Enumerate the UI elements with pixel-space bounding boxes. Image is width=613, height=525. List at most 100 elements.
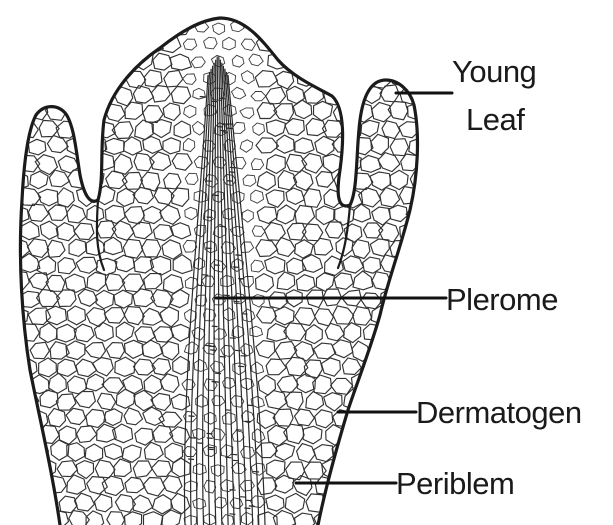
tissue-cell — [420, 156, 437, 173]
tissue-cell — [160, 205, 180, 224]
tissue-cell — [204, 37, 218, 49]
tissue-cell — [144, 442, 163, 460]
tissue-cell — [372, 102, 392, 121]
plerome-cross-wall — [233, 267, 239, 268]
tissue-cell — [257, 207, 277, 224]
plerome-cross-wall — [197, 285, 203, 286]
tissue-cell — [2, 392, 21, 413]
tissue-cell — [251, 159, 263, 170]
tissue-cell — [96, 290, 114, 308]
tissue-cell — [185, 207, 197, 219]
plerome-cross-wall — [242, 314, 248, 315]
tissue-cell — [351, 1, 370, 22]
tissue-cell — [285, 21, 305, 37]
tissue-cell — [363, 257, 381, 273]
tissue-cell — [37, 18, 57, 34]
tissue-cell — [35, 53, 57, 69]
plerome-cross-wall — [189, 416, 195, 417]
tissue-cell — [230, 498, 243, 509]
tissue-cell — [151, 18, 170, 36]
tissue-cell — [400, 187, 420, 205]
tissue-cell — [47, 240, 65, 257]
tissue-cell — [184, 342, 198, 354]
tissue-cell — [297, 444, 315, 463]
tissue-cell — [266, 87, 286, 104]
tissue-cell — [233, 122, 245, 133]
tissue-cell — [124, 137, 142, 155]
tissue-cell — [256, 138, 279, 153]
tissue-cell — [387, 511, 407, 525]
tissue-cell — [418, 17, 438, 34]
tissue-cell — [257, 307, 277, 324]
tissue-cell — [18, 53, 39, 69]
plerome-cross-wall — [207, 217, 213, 218]
plerome-cross-wall — [238, 366, 244, 367]
tissue-cell — [257, 172, 275, 191]
tissue-cell — [352, 512, 372, 525]
tissue-cell — [86, 308, 105, 327]
tissue-cell — [382, 50, 400, 69]
tissue-cell — [171, 188, 188, 206]
tissue-cell — [331, 69, 351, 87]
tissue-cell — [419, 223, 439, 242]
tissue-cell — [40, 323, 58, 343]
tissue-cell — [184, 105, 196, 118]
tissue-cell — [3, 361, 21, 376]
tissue-cell — [265, 257, 285, 274]
tissue-cell — [269, 292, 289, 309]
plerome-cross-wall — [214, 265, 220, 266]
tissue-cell — [275, 443, 295, 460]
tissue-cell — [86, 37, 104, 55]
tissue-cell — [132, 222, 152, 239]
tissue-cell — [370, 172, 391, 190]
tissue-cell — [48, 205, 67, 221]
tissue-cell — [172, 154, 192, 171]
tissue-cell — [305, 325, 322, 344]
tissue-cell — [85, 343, 106, 359]
tissue-cell — [353, 271, 373, 290]
tissue-cell — [125, 512, 142, 525]
tissue-cell — [28, 35, 49, 53]
tissue-cell — [296, 275, 315, 291]
tissue-cell — [77, 426, 97, 443]
tissue-cell — [124, 408, 143, 425]
tissue-cell — [104, 444, 123, 460]
tissue-cell — [65, 1, 86, 18]
tissue-cell — [182, 4, 195, 15]
tissue-cell — [241, 446, 255, 458]
tissue-cell — [285, 493, 304, 513]
tissue-cell — [75, 493, 95, 511]
tissue-cell — [104, 237, 123, 254]
tissue-cell — [251, 190, 264, 203]
plerome-cross-wall — [227, 181, 233, 182]
tissue-cell — [370, 1, 391, 21]
tissue-cell — [48, 408, 66, 427]
tissue-cell — [315, 3, 333, 18]
tissue-cell — [360, 155, 380, 172]
tissue-cell — [392, 374, 410, 391]
tissue-cell — [240, 108, 254, 119]
tissue-cell — [399, 20, 421, 35]
tissue-cell — [30, 171, 48, 188]
tissue-cell — [203, 140, 216, 151]
tissue-cell — [144, 206, 162, 223]
tissue-cell — [306, 392, 324, 410]
tissue-cell — [67, 475, 86, 494]
tissue-cell — [287, 51, 303, 71]
tissue-cell — [105, 2, 126, 18]
plerome-cross-wall — [210, 350, 216, 351]
tissue-cell — [152, 86, 171, 103]
tissue-cell — [104, 409, 122, 426]
plerome-cross-wall — [202, 275, 208, 276]
tissue-cell — [390, 139, 408, 156]
tissue-cell — [240, 480, 255, 491]
tissue-cell — [132, 19, 154, 36]
tissue-cell — [183, 138, 195, 151]
tissue-cell — [222, 413, 235, 425]
tissue-cell — [105, 138, 124, 154]
tissue-cell — [342, 358, 361, 375]
tissue-cell — [164, 70, 183, 87]
tissue-cell — [28, 139, 45, 155]
tissue-cell — [74, 324, 94, 342]
tissue-cell — [401, 255, 418, 273]
